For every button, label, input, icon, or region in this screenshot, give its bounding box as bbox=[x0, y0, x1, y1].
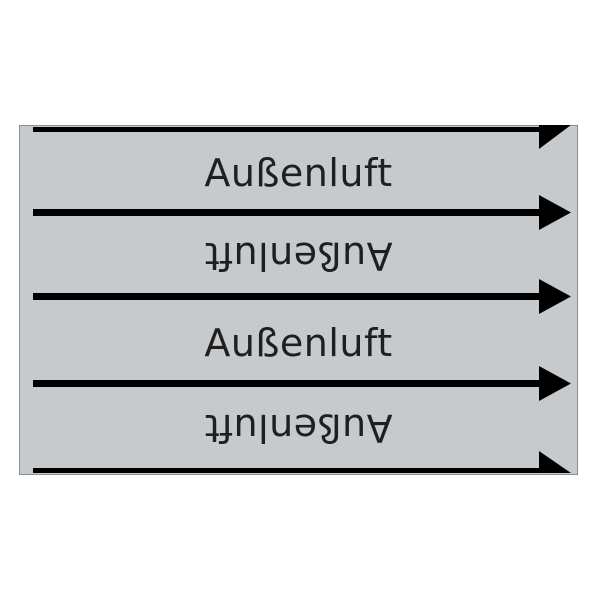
arrow-head-icon-2 bbox=[539, 279, 571, 314]
arrow-head-icon-bottom bbox=[539, 451, 571, 473]
arrow-line-bottom bbox=[33, 468, 543, 473]
arrow-line-1 bbox=[33, 209, 543, 216]
medium-text-4-flipped: Außenluft bbox=[204, 406, 393, 450]
arrow-head-icon-3 bbox=[539, 366, 571, 401]
arrow-head-icon-top bbox=[539, 125, 571, 149]
arrow-line-3 bbox=[33, 380, 543, 387]
flow-arrows bbox=[33, 125, 571, 473]
medium-text-1: Außenluft bbox=[204, 151, 393, 195]
arrow-head-icon-1 bbox=[539, 195, 571, 230]
arrow-line-2 bbox=[33, 293, 543, 300]
medium-text-3: Außenluft bbox=[204, 321, 393, 365]
arrow-line-top bbox=[33, 127, 543, 132]
medium-text-2-flipped: Außenluft bbox=[204, 234, 393, 278]
